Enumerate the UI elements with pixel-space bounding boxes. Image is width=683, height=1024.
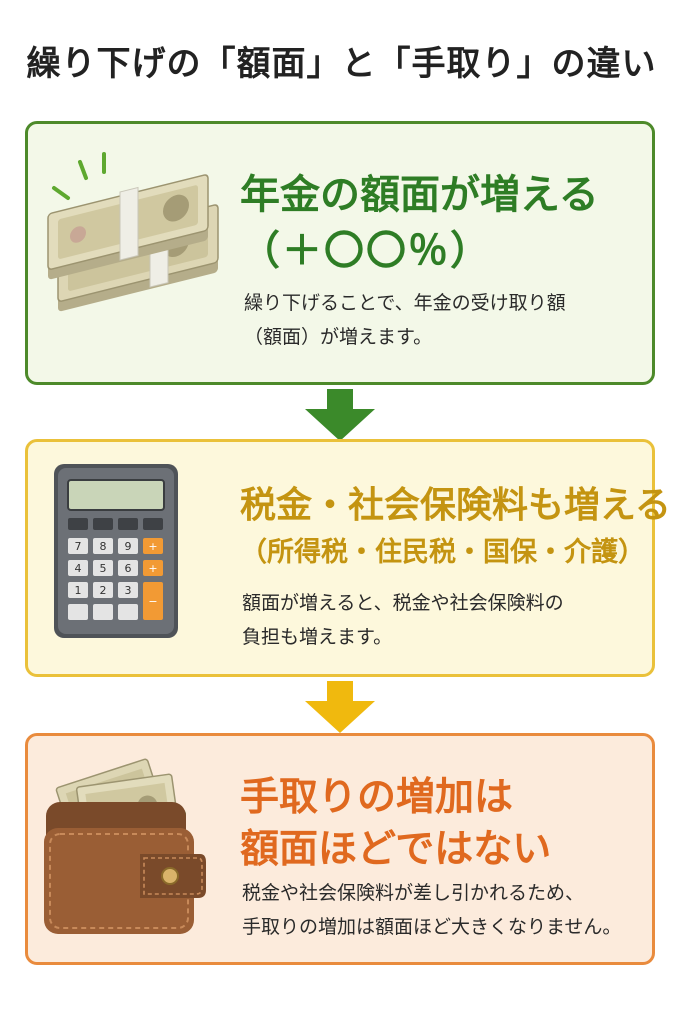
page-title: 繰り下げの「額面」と「手取り」の違い (26, 44, 657, 84)
card-description-line: 税金や社会保険料が差し引かれるため、 (242, 882, 585, 904)
calc-key-6: 6 (125, 562, 132, 575)
card-face-value-increase: 年金の額面が増える （＋〇〇％） 繰り下げることで、年金の受け取り額 （額面）が… (25, 121, 655, 385)
card-description-line: （額面）が増えます。 (244, 326, 433, 348)
card-description: 額面が増えると、税金や社会保険料の 負担も増えます。 (242, 586, 564, 654)
card-title: 税金・社会保険料も増える (240, 485, 671, 526)
money-bundle-icon (47, 152, 219, 312)
card-description-line: 額面が増えると、税金や社会保険料の (242, 592, 564, 614)
card-title: 年金の額面が増える (240, 172, 599, 218)
calculator-icon: 7 8 9 + 4 5 6 + 1 2 3 − (54, 464, 178, 638)
card-description-line: 負担も増えます。 (242, 626, 393, 648)
card-description: 税金や社会保険料が差し引かれるため、 手取りの増加は額面ほど大きくなりません。 (242, 876, 621, 944)
calc-key-2: 2 (100, 584, 107, 597)
card-description-line: 手取りの増加は額面ほど大きくなりません。 (242, 916, 622, 938)
down-arrow-icon (305, 389, 375, 441)
calc-key-plus: + (148, 540, 157, 553)
calc-key-7: 7 (75, 540, 82, 553)
card-title-sub: （＋〇〇％） (240, 228, 492, 274)
card-title-sub: （所得税・住民税・国保・介護） (240, 537, 645, 568)
calc-key-8: 8 (100, 540, 107, 553)
calc-key-minus: − (148, 595, 157, 608)
card-title: 手取りの増加は (240, 775, 514, 820)
calc-key-plus-2: + (148, 562, 157, 575)
down-arrow-icon (305, 681, 375, 733)
calc-key-9: 9 (125, 540, 132, 553)
card-title-sub: 額面ほどではない (240, 827, 552, 872)
card-description-line: 繰り下げることで、年金の受け取り額 (244, 292, 566, 314)
calc-key-4: 4 (75, 562, 82, 575)
card-description: 繰り下げることで、年金の受け取り額 （額面）が増えます。 (244, 286, 566, 354)
calc-key-5: 5 (100, 562, 107, 575)
calc-key-1: 1 (75, 584, 82, 597)
calc-key-3: 3 (125, 584, 132, 597)
wallet-icon (44, 758, 206, 934)
